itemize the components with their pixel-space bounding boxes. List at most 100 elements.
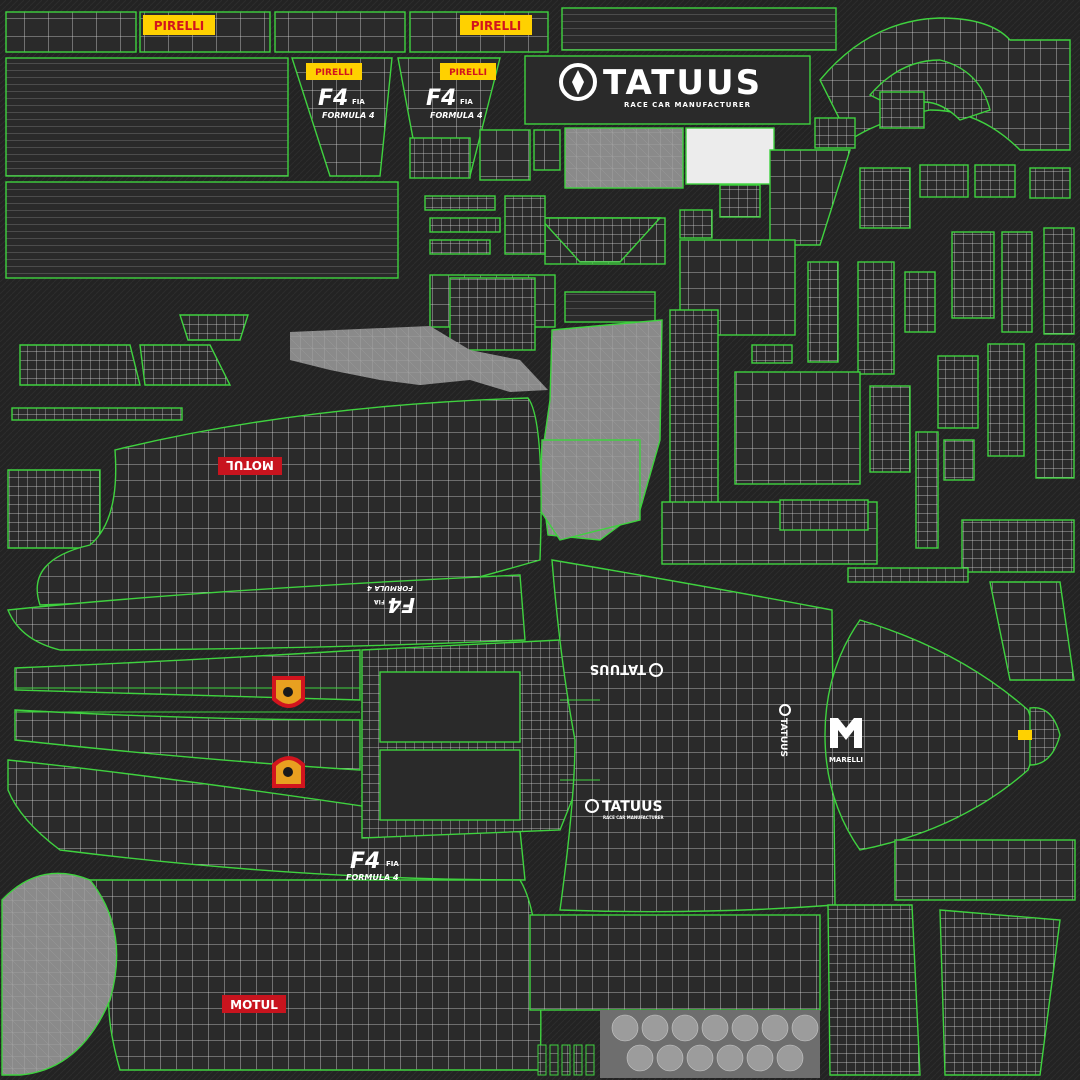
uv-piece	[1035, 343, 1075, 479]
uv-piece	[538, 217, 662, 263]
uv-bolt	[549, 1044, 559, 1076]
svg-text:RACE CAR MANUFACTURER: RACE CAR MANUFACTURER	[603, 815, 664, 820]
uv-piece	[409, 137, 471, 179]
uv-piece	[894, 839, 1076, 901]
uv-piece	[504, 195, 546, 255]
uv-piece	[987, 343, 1025, 457]
svg-text:PIRELLI: PIRELLI	[315, 68, 353, 78]
svg-text:F4: F4	[318, 86, 348, 111]
uv-piece	[857, 261, 895, 375]
f4-logo-1: F4 FIA FORMULA 4	[318, 86, 375, 120]
uv-piece	[769, 149, 851, 246]
svg-text:TATUUS: TATUUS	[590, 661, 646, 676]
uv-bolt	[561, 1044, 571, 1076]
uv-piece	[1001, 231, 1033, 333]
uv-circle	[671, 1014, 699, 1042]
uv-body-panel	[7, 759, 526, 881]
svg-text:MARELLI: MARELLI	[829, 756, 863, 764]
svg-text:PIRELLI: PIRELLI	[154, 19, 204, 33]
uv-piece	[879, 91, 925, 129]
uv-wedge	[291, 57, 393, 177]
uv-circle	[626, 1044, 654, 1072]
uv-piece	[751, 344, 793, 364]
svg-text:F4: F4	[350, 849, 380, 874]
uv-piece	[429, 239, 491, 255]
motul-decal-1: MOTUL	[218, 457, 282, 475]
uv-bolt	[573, 1044, 583, 1076]
motul-decal-2: MOTUL	[222, 995, 286, 1013]
uv-circle	[656, 1044, 684, 1072]
svg-text:F4: F4	[387, 593, 415, 617]
svg-text:PIRELLI: PIRELLI	[471, 19, 521, 33]
uv-floor	[529, 914, 821, 1011]
svg-text:FORMULA 4: FORMULA 4	[367, 584, 413, 592]
uv-piece	[859, 167, 911, 229]
tatuus-banner-logo: TATUUS RACE CAR MANUFACTURER	[559, 63, 762, 109]
uv-gray-cone	[1, 872, 118, 1076]
svg-text:MOTUL: MOTUL	[226, 458, 274, 472]
nose-decal	[1018, 730, 1032, 740]
uv-circle	[701, 1014, 729, 1042]
uv-cockpit-hole	[379, 749, 521, 821]
uv-gray-piece	[564, 127, 684, 189]
uv-piece	[139, 344, 232, 386]
svg-text:FORMULA 4: FORMULA 4	[322, 111, 375, 120]
uv-piece	[919, 164, 969, 198]
tatuus-logo-3: TATUUS	[778, 704, 791, 757]
uv-piece	[679, 209, 713, 239]
svg-text:PIRELLI: PIRELLI	[449, 68, 487, 78]
uv-circle	[716, 1044, 744, 1072]
uv-piece	[961, 519, 1075, 573]
uv-body-panel	[7, 574, 526, 651]
uv-strip-panel	[5, 181, 399, 279]
uv-piece	[1043, 227, 1075, 335]
svg-text:FIA: FIA	[386, 860, 399, 868]
pirelli-decal-2: PIRELLI	[460, 15, 532, 35]
uv-piece	[915, 431, 939, 549]
uv-piece	[989, 581, 1075, 681]
uv-piece	[847, 567, 969, 583]
svg-text:FORMULA 4: FORMULA 4	[346, 873, 399, 882]
uv-piece	[814, 117, 856, 149]
tatuus-logo-2: TATUUS	[590, 661, 663, 677]
uv-circle	[761, 1014, 789, 1042]
uv-piece	[779, 499, 869, 531]
svg-text:F4: F4	[426, 86, 456, 111]
uv-piece	[827, 904, 921, 1076]
uv-circle	[641, 1014, 669, 1042]
uv-circle	[791, 1014, 819, 1042]
f4-logo-2: F4 FIA FORMULA 4	[426, 86, 483, 120]
uv-cockpit-hole	[379, 671, 521, 743]
uv-circle-group	[611, 1014, 819, 1072]
uv-piece	[734, 371, 861, 485]
uv-piece	[669, 309, 719, 505]
uv-piece	[939, 909, 1061, 1076]
svg-text:TATUUS: TATUUS	[603, 63, 762, 103]
uv-piece	[564, 291, 656, 323]
pirelli-decal-3: PIRELLI	[306, 63, 362, 80]
uv-piece	[869, 385, 911, 473]
svg-text:MOTUL: MOTUL	[230, 998, 278, 1012]
uv-engine-cover	[551, 559, 836, 913]
uv-piece	[904, 271, 936, 333]
abarth-badge-1	[272, 676, 305, 708]
uv-piece	[449, 277, 536, 351]
uv-bolt	[585, 1044, 595, 1076]
uv-piece	[533, 129, 561, 171]
uv-piece	[479, 129, 531, 181]
svg-text:TATUUS: TATUUS	[778, 718, 788, 757]
uv-strip	[5, 11, 137, 53]
f4-logo-3: F4 FIA FORMULA 4	[367, 584, 415, 617]
uv-piece	[1029, 167, 1071, 199]
uv-circle	[776, 1044, 804, 1072]
uv-nose-tip	[1029, 707, 1061, 766]
uv-piece	[429, 217, 501, 233]
abarth-badge-2	[272, 756, 305, 788]
uv-circle	[686, 1044, 714, 1072]
svg-text:RACE CAR MANUFACTURER: RACE CAR MANUFACTURER	[624, 101, 751, 109]
uv-circle	[746, 1044, 774, 1072]
uv-strip-panel	[5, 57, 289, 177]
pirelli-decal-4: PIRELLI	[440, 63, 496, 80]
uv-strip	[561, 7, 837, 51]
